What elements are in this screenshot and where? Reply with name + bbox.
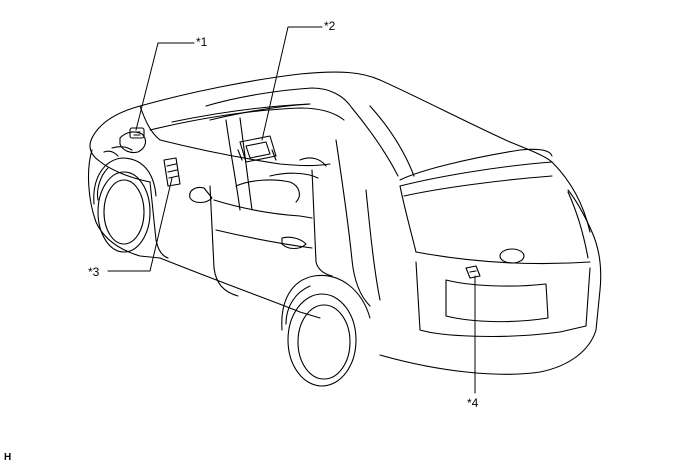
callout-label-1: *1: [196, 35, 208, 49]
leader-line-1: [135, 42, 195, 131]
component-4-rear-sensor: [465, 265, 481, 279]
component-1-steering-area: [129, 127, 145, 139]
component-2-display-unit: [237, 135, 277, 163]
car-body-outline: [88, 71, 602, 387]
callout-label-4: *4: [467, 396, 479, 410]
figure-corner-mark: H: [4, 452, 12, 463]
leader-line-3: [107, 177, 173, 272]
callout-label-2: *2: [324, 19, 336, 33]
leader-lines: [107, 26, 476, 394]
component-3-side-module: [163, 157, 181, 187]
callout-label-3: *3: [88, 265, 100, 279]
leader-line-2: [261, 26, 323, 141]
